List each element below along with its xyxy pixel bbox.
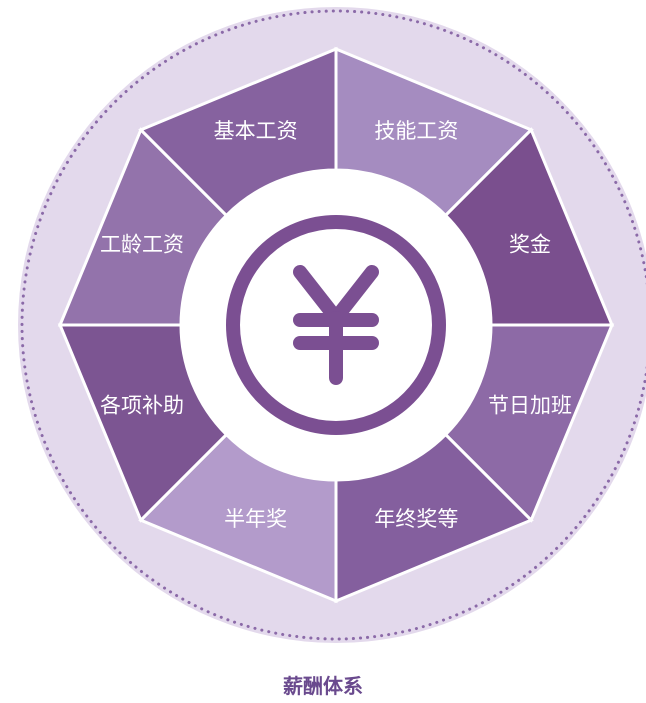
segment-label-6: 工龄工资 [100, 233, 184, 257]
outer-ring-dotted-border [20, 9, 646, 641]
yuan-currency-icon [226, 215, 446, 435]
segment-label-4: 半年奖 [224, 507, 287, 531]
segment-label-2: 节日加班 [488, 393, 572, 417]
segment-label-5: 各项补助 [100, 393, 184, 417]
diagram-caption: 薪酬体系 [283, 674, 363, 698]
segment-label-0: 技能工资 [374, 119, 458, 143]
segment-label-7: 基本工资 [214, 119, 298, 143]
segment-label-1: 奖金 [509, 233, 551, 257]
segment-label-3: 年终奖等 [374, 507, 458, 531]
